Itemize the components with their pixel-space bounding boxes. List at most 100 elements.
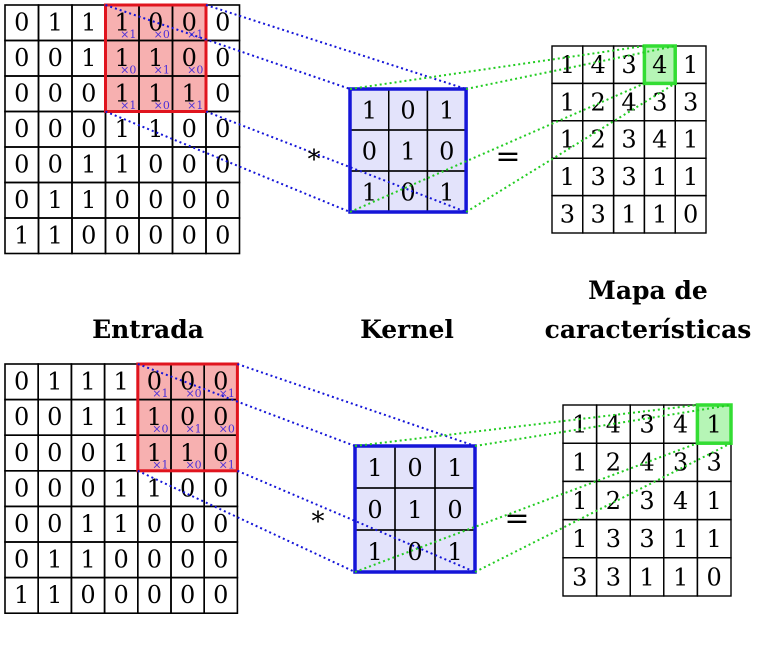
kernel-value: 1 — [407, 496, 422, 524]
output-grid — [551, 45, 707, 234]
output-value: 1 — [707, 525, 722, 553]
input-value: 1 — [81, 151, 96, 179]
output-value: 3 — [606, 563, 621, 591]
window-weight-subscript: ×1 — [185, 423, 201, 436]
input-value: 1 — [81, 44, 96, 72]
output-cell — [674, 194, 707, 234]
kernel-fill — [355, 446, 475, 572]
kernel-value: 1 — [362, 179, 377, 207]
input-value: 1 — [80, 510, 95, 538]
window-weight-subscript: ×1 — [120, 28, 136, 41]
projection-line-blue — [205, 110, 467, 213]
projection-line-green — [474, 404, 732, 447]
output-value: 1 — [673, 563, 688, 591]
kernel-border — [348, 87, 468, 214]
input-value: 1 — [114, 439, 129, 467]
input-value: 1 — [114, 510, 129, 538]
input-value: 0 — [148, 151, 163, 179]
input-value: 0 — [80, 581, 95, 609]
output-value: 1 — [707, 411, 722, 439]
input-value: 0 — [213, 510, 228, 538]
input-value: 0 — [14, 403, 29, 431]
input-cell — [205, 217, 241, 255]
input-window-border — [136, 362, 239, 473]
window-weight-subscript: ×0 — [154, 28, 170, 41]
projection-line-green — [349, 82, 645, 213]
feature-map-label-line-2: características — [545, 315, 752, 344]
window-weight-subscript: ×1 — [152, 458, 168, 471]
input-value: 0 — [215, 80, 230, 108]
input-value: 0 — [180, 510, 195, 538]
output-value: 3 — [572, 563, 587, 591]
input-value: 1 — [80, 546, 95, 574]
output-value: 1 — [621, 201, 636, 229]
input-value: 1 — [148, 80, 163, 108]
input-value: 0 — [180, 403, 195, 431]
projection-line-green — [465, 82, 676, 213]
input-value: 0 — [213, 581, 228, 609]
input-value: 0 — [81, 222, 96, 250]
input-value: 0 — [182, 9, 197, 37]
window-weight-subscript: ×0 — [120, 64, 136, 77]
projection-line-blue — [237, 469, 476, 573]
input-value: 1 — [115, 80, 130, 108]
kernel-value: 0 — [447, 496, 462, 524]
output-value: 0 — [683, 201, 698, 229]
input-value: 0 — [48, 44, 63, 72]
input-value: 0 — [14, 439, 29, 467]
input-value: 0 — [182, 222, 197, 250]
input-value: 0 — [180, 581, 195, 609]
window-weight-subscript: ×0 — [152, 423, 168, 436]
projection-line-blue — [137, 363, 356, 447]
output-cell — [696, 557, 732, 597]
input-value: 0 — [182, 186, 197, 214]
input-value: 0 — [81, 115, 96, 143]
input-window-fill — [137, 364, 238, 471]
kernel-value: 1 — [400, 138, 415, 166]
input-value: 0 — [147, 546, 162, 574]
input-value: 1 — [14, 581, 29, 609]
input-value: 0 — [213, 368, 228, 396]
input-value: 1 — [48, 222, 63, 250]
output-value: 1 — [639, 563, 654, 591]
input-value: 1 — [115, 44, 130, 72]
output-value: 2 — [606, 487, 621, 515]
input-value: 0 — [14, 115, 29, 143]
output-value: 4 — [673, 411, 688, 439]
output-value: 1 — [683, 51, 698, 79]
input-value: 0 — [215, 44, 230, 72]
output-value: 3 — [560, 201, 575, 229]
kernel-value: 1 — [447, 538, 462, 566]
input-value: 0 — [115, 186, 130, 214]
input-value: 0 — [147, 581, 162, 609]
input-value: 0 — [80, 474, 95, 502]
output-value: 1 — [652, 163, 667, 191]
input-value: 0 — [14, 80, 29, 108]
input-value: 0 — [182, 44, 197, 72]
output-value: 3 — [639, 487, 654, 515]
multiply-operator: * — [312, 507, 325, 537]
input-value: 0 — [180, 474, 195, 502]
input-value: 0 — [48, 115, 63, 143]
output-value: 1 — [572, 525, 587, 553]
input-value: 1 — [148, 44, 163, 72]
input-value: 1 — [115, 9, 130, 37]
output-value: 3 — [673, 449, 688, 477]
output-value: 4 — [673, 487, 688, 515]
input-value: 0 — [215, 186, 230, 214]
window-weight-subscript: ×1 — [187, 99, 203, 112]
input-value: 1 — [115, 115, 130, 143]
output-value: 1 — [707, 487, 722, 515]
output-value: 3 — [591, 163, 606, 191]
output-value: 3 — [591, 201, 606, 229]
output-value: 1 — [560, 163, 575, 191]
input-value: 1 — [180, 439, 195, 467]
equals-operator: = — [495, 139, 520, 174]
output-value: 1 — [572, 411, 587, 439]
input-value: 0 — [14, 546, 29, 574]
window-weight-subscript: ×0 — [185, 387, 201, 400]
output-value: 3 — [621, 126, 636, 154]
input-value: 0 — [47, 439, 62, 467]
input-value: 0 — [182, 151, 197, 179]
